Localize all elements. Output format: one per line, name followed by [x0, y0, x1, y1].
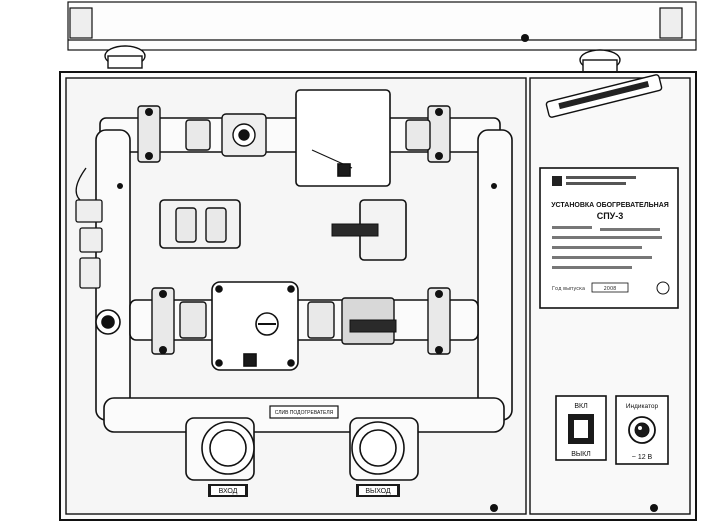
year-value: 2008 — [604, 286, 617, 292]
toggle-switch-icon[interactable] — [568, 414, 594, 444]
sensor-tags — [331, 223, 397, 333]
bolt-icon — [159, 290, 167, 298]
cabinet-bolts — [490, 504, 658, 512]
nameplate-title: УСТАНОВКА ОБОГРЕВАТЕЛЬНАЯ — [551, 202, 669, 209]
logo-icon — [545, 74, 663, 118]
bolt-icon — [287, 359, 295, 367]
bolt-icon — [159, 346, 167, 354]
bolt-icon — [435, 346, 443, 354]
switch-off-label: ВЫКЛ — [571, 451, 591, 458]
lid-handle-left[interactable] — [104, 45, 146, 69]
outlet-port[interactable] — [351, 421, 405, 475]
bolt-icon — [435, 152, 443, 160]
indicator-voltage: ~ 12 В — [632, 454, 653, 461]
bolt-icon — [490, 504, 498, 512]
left-thermostat — [75, 167, 103, 289]
inlet-port[interactable] — [201, 421, 255, 475]
main-heater-box — [211, 281, 299, 371]
bolt-icon — [491, 183, 497, 189]
inlet-plate: ВХОД — [208, 484, 248, 497]
outlet-plate: ВЫХОД — [356, 484, 400, 497]
nameplate-model: СПУ-3 — [597, 211, 624, 221]
outlet-label: ВЫХОД — [365, 488, 391, 495]
drain-label: СЛИВ ПОДОГРЕВАТЕЛЯ — [275, 410, 334, 416]
bolt-icon — [117, 183, 123, 189]
lid-handle-right[interactable] — [579, 49, 621, 73]
bolt-icon — [215, 359, 223, 367]
indicator-title: Индикатор — [626, 403, 659, 410]
bolt-icon — [656, 281, 670, 295]
bolt-icon — [650, 504, 658, 512]
top-lid — [67, 1, 697, 51]
bolt-icon — [521, 34, 529, 42]
bolt-icon — [145, 108, 153, 116]
nameplate: УСТАНОВКА ОБОГРЕВАТЕЛЬНАЯ СПУ-3 Год выпу… — [539, 167, 679, 309]
year-label: Год выпуска — [552, 286, 585, 292]
indicator-lamp-icon — [628, 416, 656, 444]
drain-plate: СЛИВ ПОДОГРЕВАТЕЛЯ — [269, 405, 339, 419]
bolt-icon — [215, 285, 223, 293]
bolt-icon — [435, 290, 443, 298]
gauge-icon — [95, 309, 121, 335]
bolt-icon — [435, 108, 443, 116]
switch-on-label: ВКЛ — [574, 403, 588, 410]
top-heater-box — [295, 89, 391, 187]
bolt-icon — [145, 152, 153, 160]
flange-bolts — [117, 108, 497, 354]
top-valve[interactable] — [221, 113, 267, 157]
bolt-icon — [287, 285, 295, 293]
inlet-label: ВХОД — [219, 488, 238, 495]
